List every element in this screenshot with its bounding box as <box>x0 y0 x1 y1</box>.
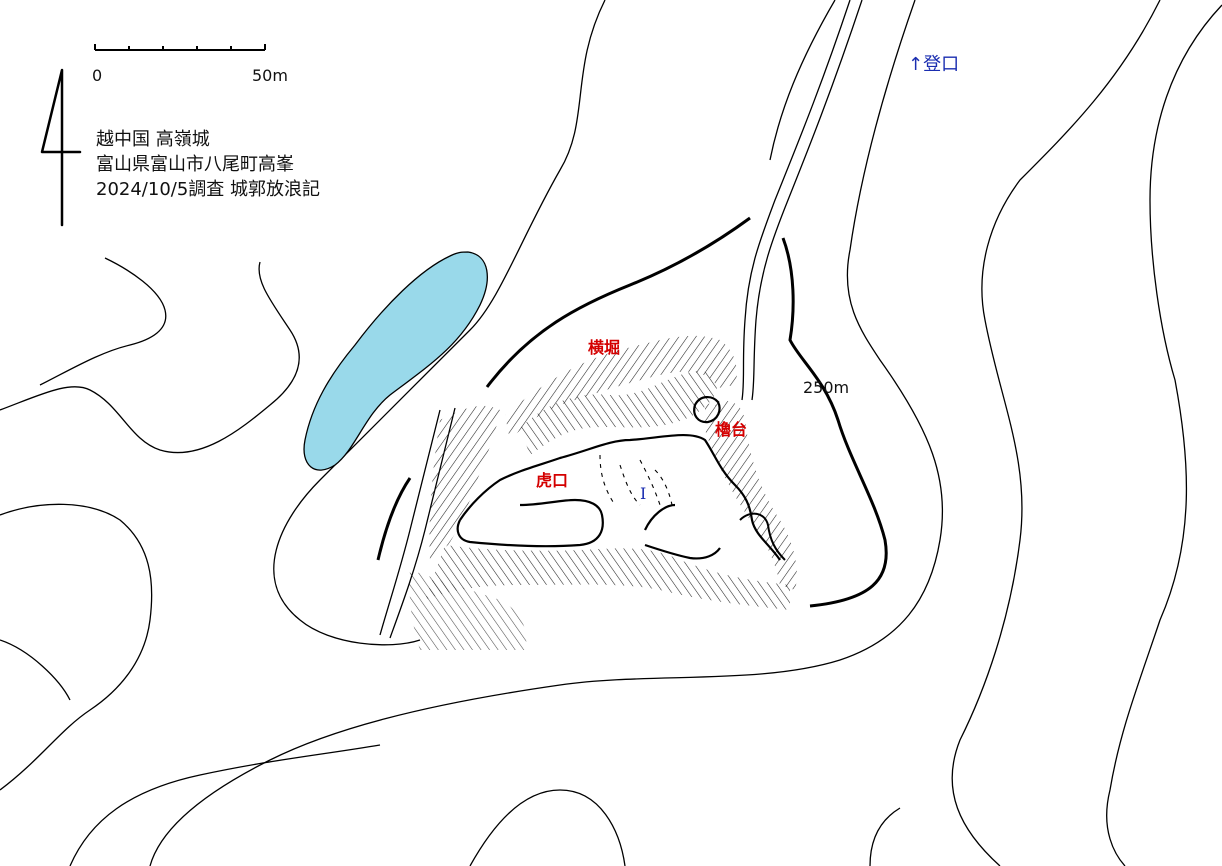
gate-label: 虎口 <box>536 471 569 490</box>
turret-label: 櫓台 <box>715 420 748 439</box>
contour-line <box>469 789 626 866</box>
survey-credit: 2024/10/5調査 城郭放浪記 <box>96 179 321 200</box>
contour-line <box>0 639 71 701</box>
contour-line <box>769 0 836 161</box>
contour-line <box>1106 4 1222 866</box>
contour-line <box>869 807 901 866</box>
southeast-mound <box>739 512 786 561</box>
north-moat-scarp <box>505 335 737 440</box>
contour-line <box>951 0 1161 866</box>
south-scarp <box>425 545 790 610</box>
contour-line <box>39 257 167 386</box>
scale-end-label: 50m <box>252 66 288 85</box>
outer-moat-outline <box>376 216 888 608</box>
interior-slope-ticks <box>599 454 673 506</box>
pond <box>303 251 488 471</box>
elevation-label: 250m <box>803 378 850 397</box>
north-arrow <box>40 68 82 227</box>
castle-address: 富山県富山市八尾町高峯 <box>96 154 294 175</box>
inner-scarp-north <box>520 371 718 455</box>
moat-label: 横堀 <box>588 338 621 357</box>
contour-line <box>0 261 300 454</box>
scarp-hatching <box>409 335 797 650</box>
southwest-slope <box>409 570 527 650</box>
mountain-road <box>741 0 863 401</box>
contour-line <box>69 744 381 866</box>
west-scarp <box>429 405 500 560</box>
contour-line <box>0 503 153 791</box>
trailhead-label: ↑登口 <box>908 54 960 75</box>
castle-name: 越中国 高嶺城 <box>96 129 210 150</box>
turret-mound <box>693 396 721 424</box>
bailey-label: I <box>640 484 647 503</box>
scale-start-label: 0 <box>92 66 103 85</box>
scale-bar <box>94 44 266 51</box>
contour-line <box>149 0 944 866</box>
contour-line <box>273 0 606 646</box>
